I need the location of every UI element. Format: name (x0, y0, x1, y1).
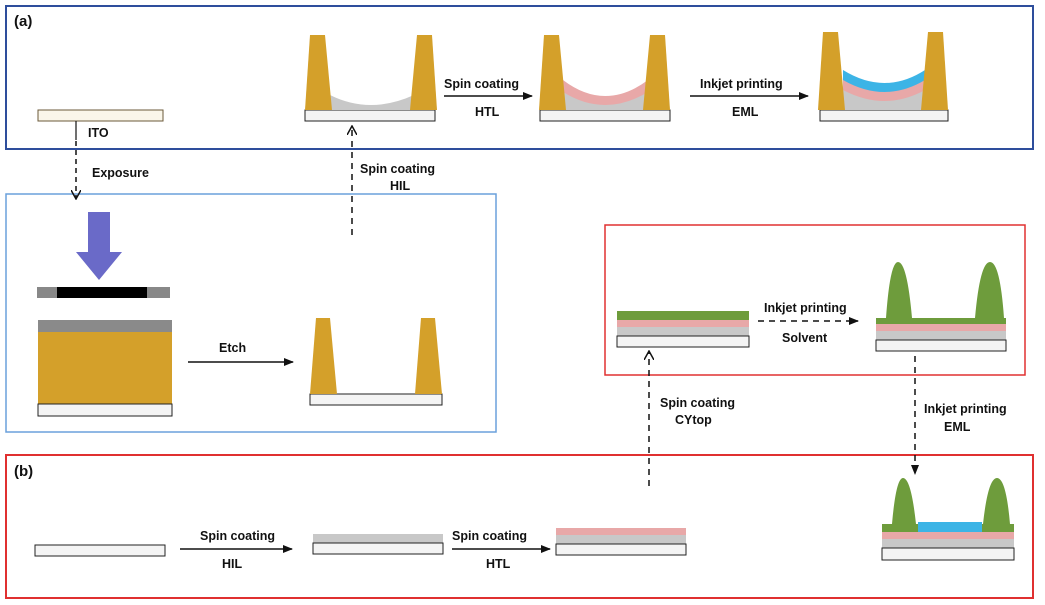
exposure-etch-frame (5, 193, 497, 433)
hil-layer (843, 90, 925, 110)
b-bare-substrate (34, 544, 166, 557)
panel-a-label: (a) (14, 13, 32, 30)
device-cytop-stack (616, 311, 750, 348)
eml-layer (843, 70, 925, 94)
bank-material-block (38, 332, 172, 404)
hil-layer (330, 95, 414, 110)
substrate (819, 109, 949, 122)
htl-layer (843, 80, 925, 103)
htl-layer (556, 528, 686, 535)
panel-b-frame (5, 454, 1034, 599)
spin-hil-b-label-1: Spin coating (200, 529, 275, 543)
bank-right (410, 35, 437, 110)
spin-htl-b-label-1: Spin coating (452, 529, 527, 543)
bank-left (310, 318, 337, 394)
hil-layer (556, 535, 686, 544)
photomask-right-edge (147, 287, 170, 298)
hil-layer (313, 534, 443, 543)
device-cytop-patterned (875, 262, 1007, 352)
ito-substrate (37, 109, 164, 122)
photomask (57, 287, 147, 298)
spin-htl-a-label-2: HTL (475, 105, 500, 119)
substrate (309, 393, 443, 406)
spin-hil-a-label-1: Spin coating (360, 162, 435, 176)
resist-top-layer (38, 320, 172, 332)
hil-layer (882, 539, 1014, 548)
inkjet-solvent-label-2: Solvent (782, 331, 828, 345)
device-eml-banks (818, 32, 949, 122)
device-etched-banks (309, 318, 443, 406)
bank-left (818, 32, 845, 110)
hil-layer (617, 327, 749, 336)
spin-hil-a-label-2: HIL (390, 179, 411, 193)
panel-b-label: (b) (14, 463, 33, 480)
spin-htl-a-label-1: Spin coating (444, 77, 519, 91)
etch-label: Etch (219, 341, 246, 355)
substrate (875, 339, 1007, 352)
substrate (539, 109, 671, 122)
bank-left (539, 35, 566, 110)
inkjet-eml-a-label-1: Inkjet printing (700, 77, 783, 91)
bank-right (643, 35, 670, 110)
device-b-hil (312, 534, 444, 555)
htl-layer (563, 80, 648, 107)
spin-cytop-label-1: Spin coating (660, 396, 735, 410)
photomask-left-edge (37, 287, 57, 298)
substrate (555, 543, 687, 556)
hil-layer (563, 92, 648, 110)
bank-right (921, 32, 948, 110)
eml-layer (918, 522, 982, 532)
inkjet-eml-b-label-1: Inkjet printing (924, 402, 1007, 416)
cytop-bank-profile (876, 262, 1006, 324)
hil-layer (876, 331, 1006, 340)
spin-cytop-label-2: CYtop (675, 413, 712, 427)
inkjet-eml-a-label-2: EML (732, 105, 759, 119)
htl-layer (617, 320, 749, 327)
ito-label: ITO (88, 126, 109, 140)
substrate (312, 542, 444, 555)
exposure-label: Exposure (92, 166, 149, 180)
cytop-frame (604, 224, 1026, 376)
substrate (616, 335, 750, 348)
device-final-eml (881, 478, 1015, 561)
bank-left (305, 35, 332, 110)
device-hil-banks (304, 35, 437, 122)
exposure-substrate (37, 403, 173, 417)
substrate (881, 547, 1015, 561)
spin-hil-b-label-2: HIL (222, 557, 243, 571)
substrate (304, 109, 436, 122)
device-htl-banks (539, 35, 671, 122)
htl-layer (876, 324, 1006, 331)
inkjet-eml-b-label-2: EML (944, 420, 971, 434)
uv-light-arrow (76, 212, 122, 280)
device-b-htl (555, 528, 687, 556)
panel-a-frame (5, 5, 1034, 150)
bank-right (415, 318, 442, 394)
spin-htl-b-label-2: HTL (486, 557, 511, 571)
inkjet-solvent-label-1: Inkjet printing (764, 301, 847, 315)
htl-layer (882, 532, 1014, 539)
cytop-layer (617, 311, 749, 320)
cytop-bank-profile (882, 478, 1014, 532)
